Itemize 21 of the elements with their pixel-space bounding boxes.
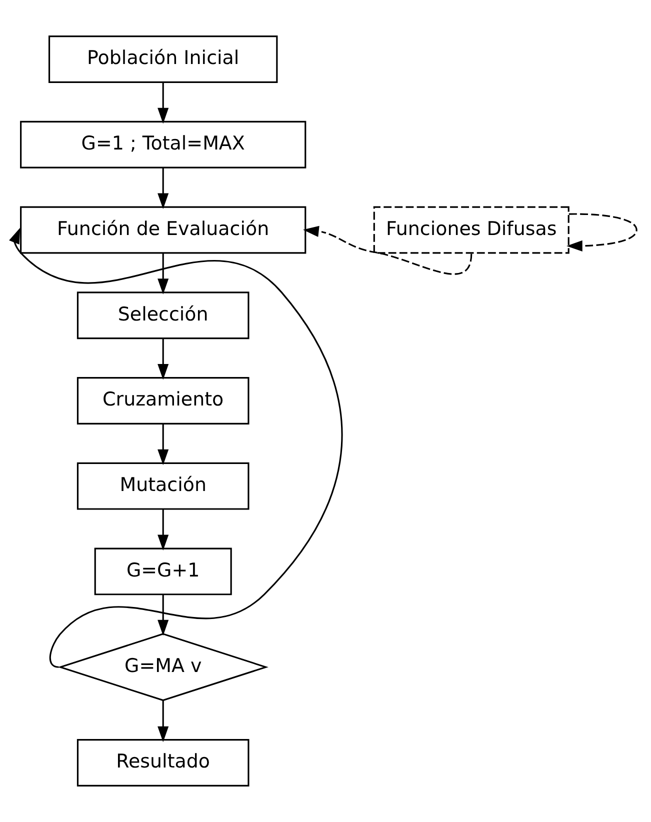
arrow — [158, 594, 169, 636]
node-box: G=G+1 — [94, 548, 232, 596]
node-box: Cruzamiento — [76, 377, 250, 424]
arrow — [303, 226, 472, 275]
arrow — [158, 168, 169, 210]
arrow — [9, 228, 342, 668]
node-box: Selección — [76, 292, 250, 340]
arrow — [158, 82, 169, 124]
node-box: G=1 ; Total=MAX — [20, 120, 306, 168]
arrow — [566, 213, 638, 252]
arrow — [158, 338, 169, 380]
arrow — [158, 700, 169, 742]
arrow — [158, 509, 169, 551]
arrow — [158, 424, 169, 466]
node-box: Población Inicial — [48, 36, 278, 83]
node-box: Función de Evaluación — [20, 206, 306, 254]
arrow — [158, 253, 169, 294]
node-diamond: G=MA v — [58, 633, 268, 702]
node-box: Funciones Difusas — [373, 206, 570, 254]
node-box: Mutación — [76, 462, 250, 510]
node-box: Resultado — [76, 739, 250, 786]
